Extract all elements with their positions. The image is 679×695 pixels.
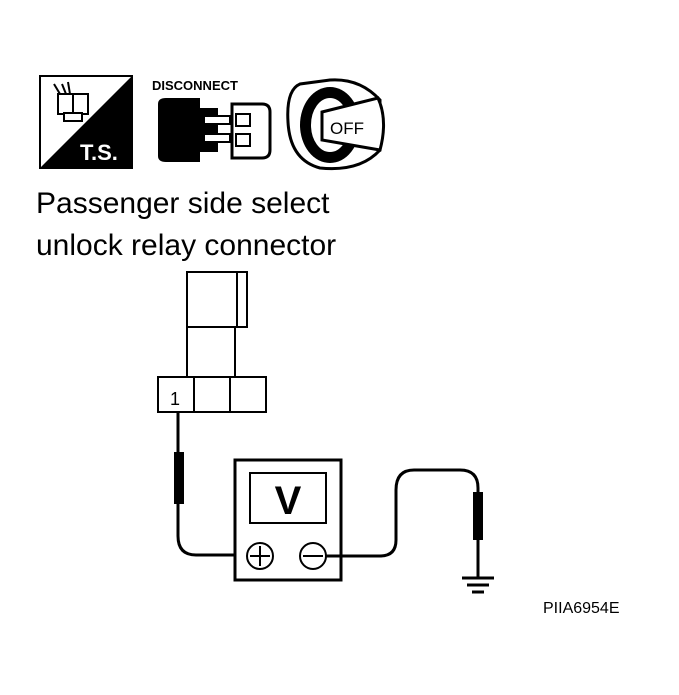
negative-probe-lead bbox=[326, 468, 483, 578]
caption-line-1: Passenger side select bbox=[36, 187, 330, 220]
ignition-off-label: OFF bbox=[330, 119, 364, 138]
connector-pin-1-label: 1 bbox=[170, 389, 180, 409]
relay-connector-terminal-face bbox=[157, 376, 267, 413]
disconnect-label: DISCONNECT bbox=[152, 78, 238, 93]
caption-line-2: unlock relay connector bbox=[36, 229, 336, 262]
ignition-off-icon: OFF bbox=[286, 78, 385, 171]
voltmeter-display bbox=[249, 472, 327, 524]
relay-connector-lower-housing bbox=[186, 326, 236, 378]
ts-label: T.S. bbox=[80, 140, 118, 165]
ground-icon bbox=[462, 576, 494, 594]
voltmeter-label: V bbox=[275, 479, 302, 523]
voltmeter: V bbox=[233, 458, 343, 582]
disconnect-icon: DISCONNECT bbox=[152, 78, 272, 162]
reference-code: PIIA6954E bbox=[543, 600, 620, 617]
positive-probe-lead bbox=[174, 412, 246, 557]
relay-connector bbox=[157, 271, 267, 413]
ts-tool-icon: T.S. bbox=[39, 75, 133, 169]
